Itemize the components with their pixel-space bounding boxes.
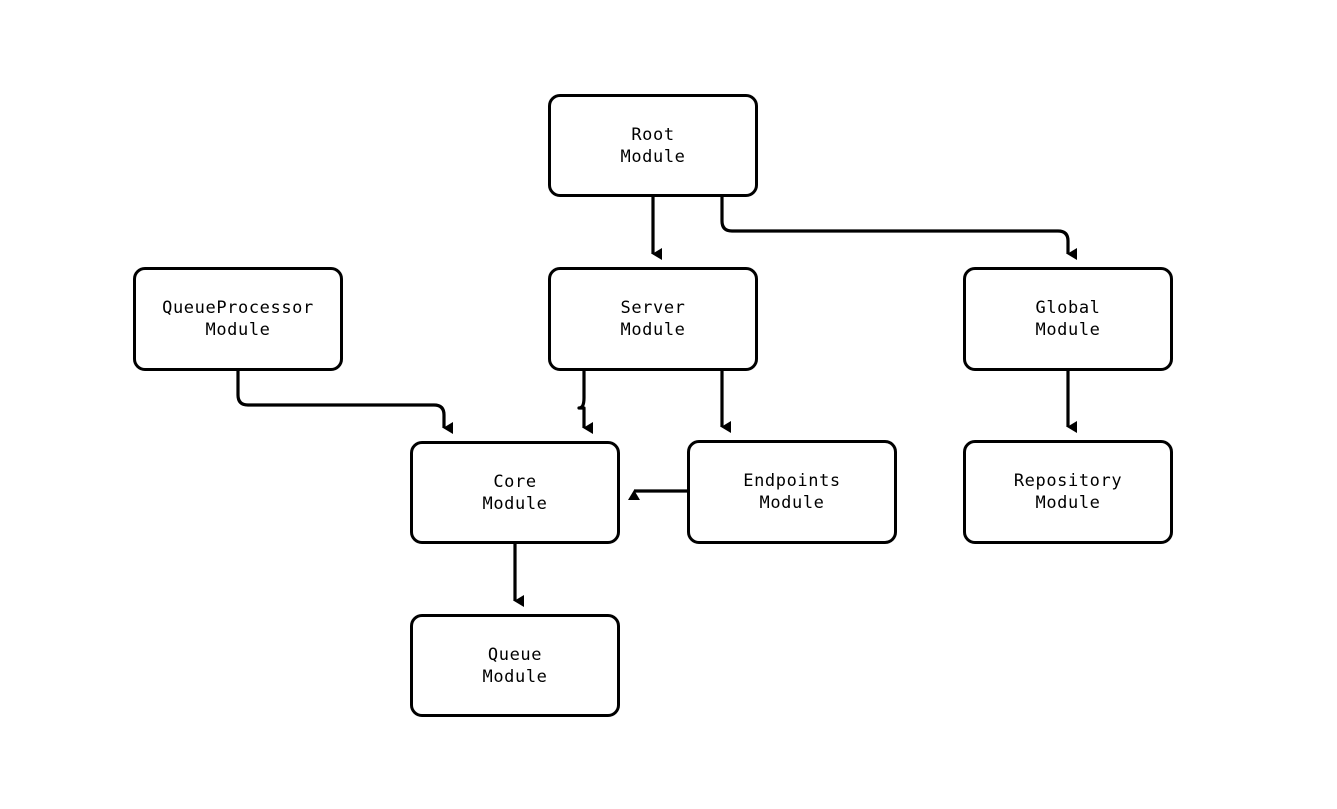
node-core-module-line2: Module [482, 493, 548, 514]
node-server-module-line2: Module [620, 320, 686, 340]
node-root-module-line2: Module [620, 146, 686, 167]
node-endpoints-module-line1: Endpoints [743, 471, 841, 491]
node-queue-module[interactable]: Queue Module [410, 614, 620, 717]
edge-root-to-global [720, 197, 1077, 260]
node-root-module-line1: Root [631, 124, 675, 145]
node-server-module[interactable]: Server Module [548, 267, 758, 371]
node-endpoints-module[interactable]: Endpoints Module [687, 440, 897, 544]
node-queueprocessor-module[interactable]: QueueProcessor Module [133, 267, 343, 371]
node-repository-module-line2: Module [1035, 493, 1101, 513]
node-server-module-line1: Server [620, 298, 686, 318]
node-global-module[interactable]: Global Module [963, 267, 1173, 371]
node-repository-module-line1: Repository [1013, 471, 1123, 491]
node-core-module[interactable]: Core Module [410, 441, 620, 544]
node-queueprocessor-module-line1: QueueProcessor [162, 298, 314, 318]
edge-queueprocessor-to-core [236, 371, 453, 434]
node-global-module-line1: Global [1035, 298, 1101, 318]
node-repository-module[interactable]: Repository Module [963, 440, 1173, 544]
node-queue-module-line2: Module [482, 666, 548, 687]
node-queueprocessor-module-line2: Module [205, 320, 271, 340]
edge-server-to-core [577, 371, 593, 434]
node-queue-module-line1: Queue [487, 644, 543, 665]
node-global-module-line2: Module [1035, 320, 1101, 340]
node-root-module[interactable]: Root Module [548, 94, 758, 197]
node-core-module-line1: Core [493, 471, 537, 492]
node-endpoints-module-line2: Module [759, 493, 825, 513]
